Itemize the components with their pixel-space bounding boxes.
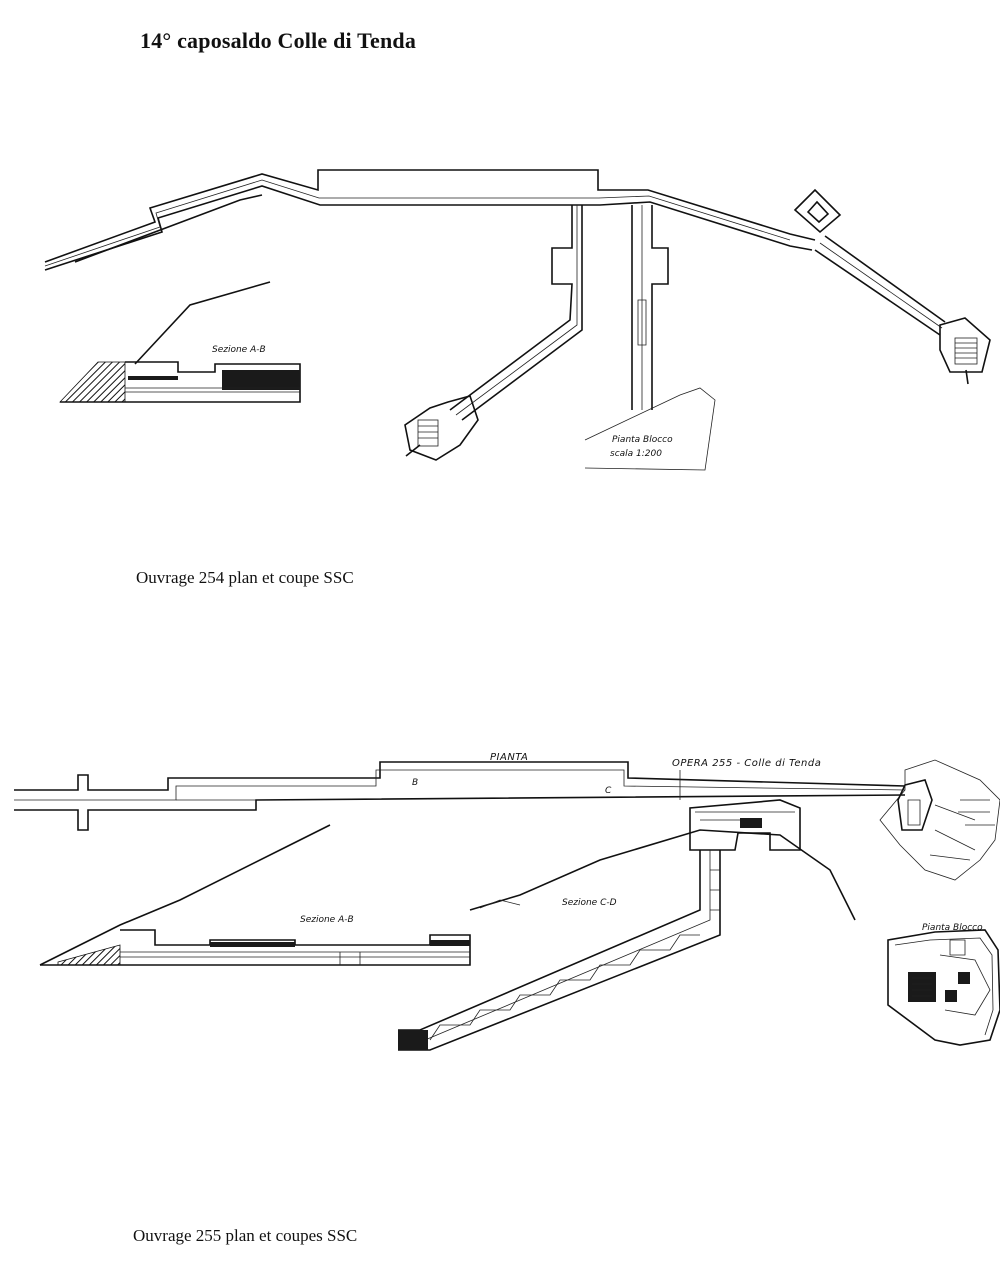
block-plan-label: Pianta Blocco [922, 923, 983, 933]
section-255-cd-label: Sezione C-D [562, 898, 617, 908]
page-title: 14° caposaldo Colle di Tenda [140, 28, 417, 53]
plan-254-main-gallery [44, 169, 816, 271]
plan-255-block [879, 759, 1000, 881]
section-255-ab-label: Sezione A-B [300, 915, 354, 925]
plan-255-block-detail: Pianta Blocco [887, 923, 1000, 1046]
caption-ouvrage-255: Ouvrage 255 plan et coupes SSC [133, 1226, 358, 1245]
section-255-cd: Sezione C-D [398, 799, 856, 1051]
plan-254-central-branch: Pianta Blocco scala 1:200 [584, 205, 716, 471]
opera-255-label: OPERA 255 - Colle di Tenda [672, 758, 821, 769]
plan-255-main-gallery: B C PIANTA OPERA 255 - Colle di Tenda [14, 752, 906, 831]
svg-text:Pianta Blocco: Pianta Blocco [612, 435, 673, 445]
ouvrage-254-drawing: Pianta Blocco scala 1:200 Sezione A-B [44, 169, 991, 471]
svg-text:C: C [605, 786, 612, 796]
section-255-ab: Sezione A-B [39, 824, 471, 966]
caption-ouvrage-254: Ouvrage 254 plan et coupe SSC [136, 568, 354, 587]
svg-text:B: B [412, 778, 418, 788]
plan-254-south-branch [404, 205, 583, 461]
ouvrage-255-drawing: B C PIANTA OPERA 255 - Colle di Tenda Se… [14, 752, 1000, 1051]
plan-255-label: PIANTA [490, 752, 528, 763]
plan-254-east-branch [793, 188, 991, 385]
section-254-ab-label: Sezione A-B [212, 345, 266, 355]
section-254-ab: Sezione A-B [59, 281, 301, 403]
svg-text:scala 1:200: scala 1:200 [610, 449, 662, 459]
